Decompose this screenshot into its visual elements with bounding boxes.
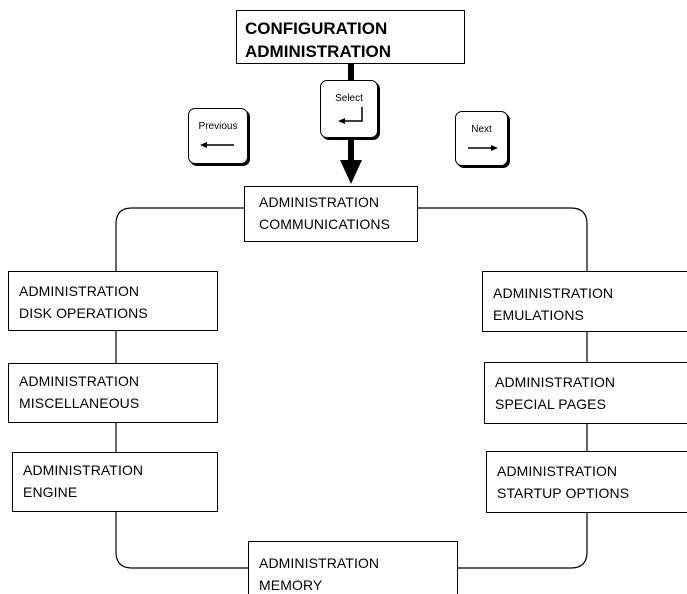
menu-item-label: ENGINE	[23, 484, 78, 500]
title-line: ADMINISTRATION	[245, 42, 392, 61]
menu-item-label: ADMINISTRATION	[19, 283, 140, 299]
menu-item-label: ADMINISTRATION	[19, 373, 140, 389]
menu-item-label: ADMINISTRATION	[497, 463, 618, 479]
next-key-label: Next	[471, 124, 492, 135]
next-key[interactable]: Next	[455, 111, 508, 166]
menu-item-label: DISK OPERATIONS	[19, 305, 148, 321]
menu-item-label: MEMORY	[259, 577, 323, 593]
menu-item-label: ADMINISTRATION	[259, 555, 380, 571]
menu-item-label: STARTUP OPTIONS	[497, 485, 630, 501]
menu-item-label: ADMINISTRATION	[493, 285, 614, 301]
menu-item-engine[interactable]: ADMINISTRATION ENGINE	[12, 452, 218, 512]
menu-item-label: ADMINISTRATION	[259, 194, 380, 210]
menu-item-emulations[interactable]: ADMINISTRATION EMULATIONS	[482, 271, 687, 332]
previous-key-label: Previous	[198, 121, 238, 132]
menu-item-special-pages[interactable]: ADMINISTRATION SPECIAL PAGES	[484, 362, 687, 424]
menu-item-startup-options[interactable]: ADMINISTRATION STARTUP OPTIONS	[486, 451, 687, 513]
select-key[interactable]: Select	[320, 80, 378, 138]
previous-key[interactable]: Previous	[188, 108, 248, 164]
configuration-administration-title: CONFIGURATION ADMINISTRATION	[236, 10, 465, 64]
menu-item-label: COMMUNICATIONS	[259, 216, 391, 232]
menu-item-memory[interactable]: ADMINISTRATION MEMORY	[248, 541, 458, 594]
select-key-label: Select	[335, 93, 363, 104]
menu-item-communications[interactable]: ADMINISTRATION COMMUNICATIONS	[244, 186, 418, 242]
flow-arrow-head	[340, 160, 362, 184]
menu-item-disk-operations[interactable]: ADMINISTRATION DISK OPERATIONS	[8, 271, 218, 331]
enter-return-icon	[338, 107, 363, 124]
left-arrow-icon	[200, 142, 234, 148]
menu-item-label: ADMINISTRATION	[23, 462, 144, 478]
menu-item-miscellaneous[interactable]: ADMINISTRATION MISCELLANEOUS	[8, 363, 218, 423]
right-arrow-icon	[468, 145, 498, 151]
title-line: CONFIGURATION	[245, 19, 388, 38]
menu-item-label: ADMINISTRATION	[495, 374, 616, 390]
menu-item-label: MISCELLANEOUS	[19, 395, 140, 411]
menu-item-label: SPECIAL PAGES	[495, 396, 607, 412]
menu-item-label: EMULATIONS	[493, 307, 584, 323]
